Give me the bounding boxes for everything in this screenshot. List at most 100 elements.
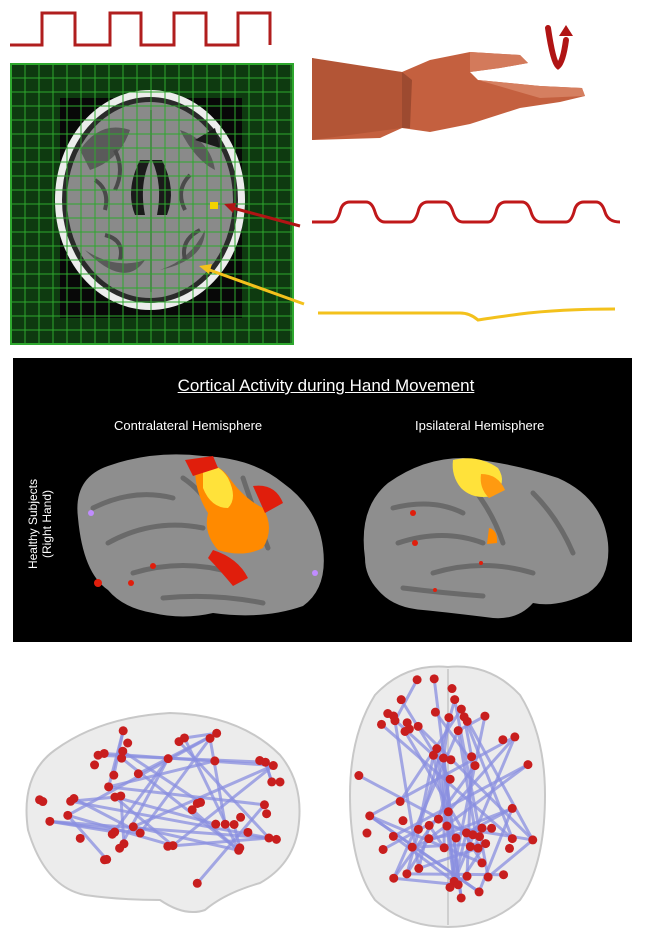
- network-node: [133, 769, 143, 779]
- network-node: [456, 893, 466, 903]
- stimulus-block-wave: [10, 11, 272, 47]
- network-node: [412, 675, 422, 685]
- network-edge: [403, 729, 484, 865]
- network-node: [378, 844, 388, 854]
- network-node: [498, 735, 508, 745]
- network-node: [483, 872, 493, 882]
- nonresponsive-voxel-arrow: [203, 266, 305, 306]
- network-node: [275, 777, 285, 787]
- network-node: [447, 684, 457, 694]
- network-node: [104, 782, 114, 792]
- network-node: [450, 695, 460, 705]
- network-node: [262, 809, 272, 819]
- network-node: [430, 707, 440, 717]
- network-node: [470, 761, 480, 771]
- network-node: [63, 810, 73, 820]
- rotation-arrow-icon: [545, 25, 573, 70]
- network-node: [428, 750, 438, 760]
- network-edge: [392, 764, 477, 880]
- network-node: [414, 863, 424, 873]
- network-node: [433, 814, 443, 824]
- network-node: [467, 752, 477, 762]
- network-node: [235, 843, 245, 853]
- fmri-paradigm-figure: [10, 11, 621, 345]
- network-node: [487, 823, 497, 833]
- network-node: [205, 733, 215, 743]
- network-edge: [166, 836, 271, 848]
- network-node: [442, 821, 452, 831]
- network-node: [475, 832, 485, 842]
- network-node: [128, 822, 138, 832]
- network-edge: [69, 795, 117, 803]
- network-node: [163, 841, 173, 851]
- network-node: [407, 842, 417, 852]
- cortical-panel-title: Cortical Activity during Hand Movement: [177, 376, 475, 395]
- network-node: [388, 831, 398, 841]
- network-node: [376, 719, 386, 729]
- network-node: [75, 833, 85, 843]
- network-node: [404, 724, 414, 734]
- network-node: [396, 695, 406, 705]
- network-edge: [121, 749, 203, 804]
- network-node: [413, 721, 423, 731]
- network-node: [462, 871, 472, 881]
- sagittal-network-nodes: [35, 726, 285, 888]
- network-node: [187, 805, 197, 815]
- network-node: [179, 733, 189, 743]
- network-node: [507, 803, 517, 813]
- network-node: [395, 796, 405, 806]
- cortical-surface-renderings: [77, 454, 609, 619]
- axial-network-nodes: [354, 674, 538, 903]
- network-node: [229, 819, 239, 829]
- network-node: [523, 760, 533, 770]
- voxel-grid: [10, 63, 293, 345]
- network-node: [163, 754, 173, 764]
- network-edge: [69, 799, 271, 840]
- network-edge: [131, 825, 241, 852]
- network-node: [243, 827, 253, 837]
- network-node: [499, 870, 509, 880]
- network-edge: [452, 735, 517, 883]
- network-node: [192, 878, 202, 888]
- network-node: [439, 843, 449, 853]
- network-node: [481, 839, 491, 849]
- network-node: [444, 713, 454, 723]
- network-node: [429, 674, 439, 684]
- network-node: [477, 858, 487, 868]
- connectivity-network-figure: [25, 665, 547, 929]
- responsive-timecourse: [312, 200, 621, 224]
- network-edge: [182, 736, 241, 852]
- contralateral-label: Contralateral Hemisphere: [114, 418, 263, 433]
- network-node: [116, 791, 126, 801]
- network-node: [118, 726, 128, 736]
- hand-illustration: [312, 52, 585, 140]
- network-node: [123, 738, 133, 748]
- network-node: [260, 757, 270, 767]
- network-node: [424, 834, 434, 844]
- network-node: [259, 800, 269, 810]
- network-node: [90, 760, 100, 770]
- network-node: [528, 835, 538, 845]
- network-node: [66, 796, 76, 806]
- network-edge: [102, 751, 275, 768]
- network-node: [210, 756, 220, 766]
- network-node: [413, 824, 423, 834]
- network-edge: [459, 707, 535, 842]
- network-node: [196, 797, 206, 807]
- network-node: [267, 777, 277, 787]
- network-node: [477, 823, 487, 833]
- network-node: [510, 732, 520, 742]
- network-node: [398, 816, 408, 826]
- network-node: [365, 811, 375, 821]
- network-node: [465, 842, 475, 852]
- network-node: [236, 812, 246, 822]
- network-edge: [391, 763, 530, 838]
- network-edge: [208, 736, 227, 826]
- network-edge: [456, 714, 487, 733]
- network-node: [220, 819, 230, 829]
- network-node: [212, 728, 222, 738]
- contralateral-brain-surface: [77, 454, 324, 617]
- network-node: [456, 704, 466, 714]
- network-edge: [486, 838, 535, 879]
- network-node: [439, 753, 449, 763]
